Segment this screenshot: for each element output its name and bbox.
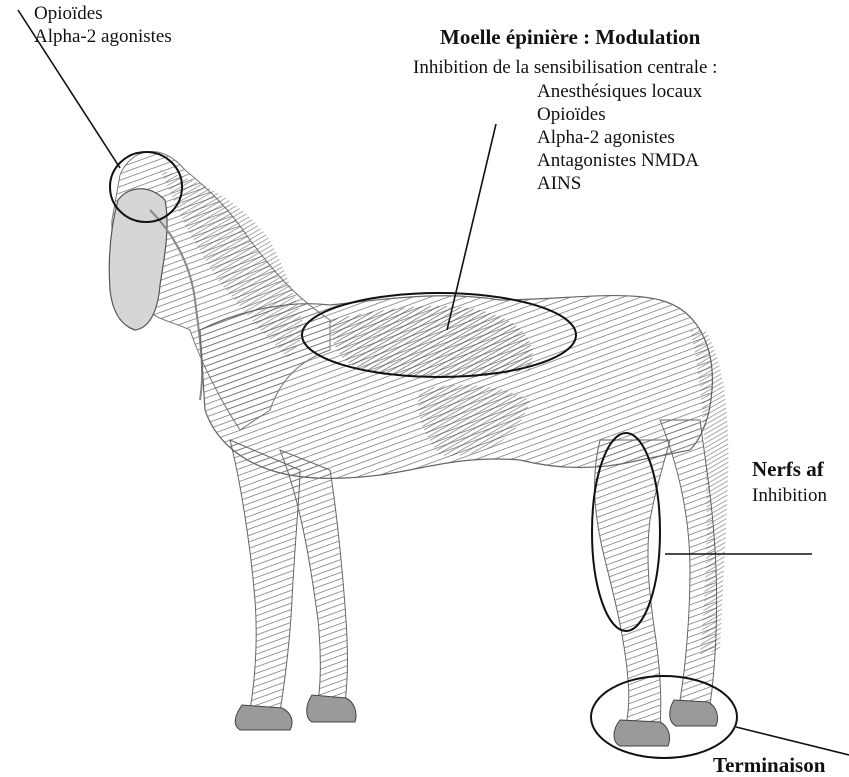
horse-body [109,151,728,746]
spinal-subtitle: Inhibition de la sensibilisation central… [413,56,717,79]
drug-item: Anesthésiques locaux [537,80,702,103]
drug-item: Opioïdes [537,103,702,126]
nerves-subtitle: Inhibition [752,484,827,507]
terminals-title: Terminaison [713,754,825,777]
drug-item: Alpha-2 agonistes [537,126,702,149]
top-left-label: Opioïdes Alpha-2 agonistes [34,2,172,48]
nerves-title: Nerfs af [752,458,824,481]
hoof-leader-line [736,727,849,755]
top-left-line-1: Opioïdes [34,2,172,25]
spinal-title: Moelle épinière : Modulation [440,26,700,49]
drug-item: Antagonistes NMDA [537,149,702,172]
drug-item: AINS [537,172,702,195]
top-left-line-2: Alpha-2 agonistes [34,25,172,48]
spinal-drug-list: Anesthésiques locaux Opioïdes Alpha-2 ag… [537,80,702,195]
